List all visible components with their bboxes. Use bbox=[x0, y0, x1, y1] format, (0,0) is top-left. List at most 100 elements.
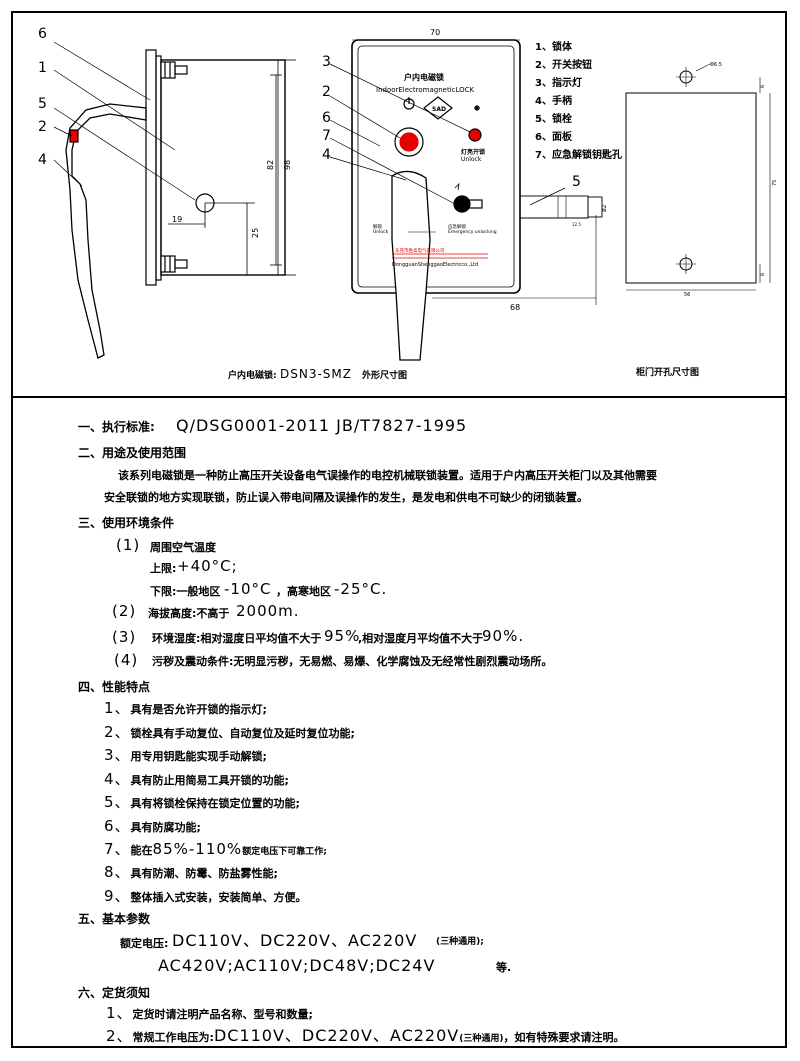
front-view bbox=[329, 39, 603, 361]
svg-text:56: 56 bbox=[684, 292, 690, 298]
s3-4-num: (4) bbox=[114, 651, 139, 669]
s3-1-upper-label: 上限: bbox=[150, 562, 177, 575]
side-view bbox=[53, 41, 296, 359]
svg-text:外形尺寸图: 外形尺寸图 bbox=[361, 369, 407, 381]
svg-text:ø2: ø2 bbox=[601, 204, 608, 212]
s6-title: 六、定货须知 bbox=[78, 986, 151, 1000]
svg-text:6、面板: 6、面板 bbox=[535, 130, 573, 143]
s4-title: 四、性能特点 bbox=[78, 680, 151, 694]
svg-text:3: 3 bbox=[322, 54, 331, 70]
s3-2-value: 2000m. bbox=[236, 602, 300, 620]
s5-title: 五、基本参数 bbox=[78, 912, 151, 926]
svg-text:25: 25 bbox=[251, 228, 260, 238]
technical-drawing: 6 1 5 2 4 19 25 82 98 bbox=[38, 26, 778, 381]
s1-label: 一、执行标准: bbox=[78, 420, 155, 434]
svg-text:户内电磁锁: 户内电磁锁 bbox=[404, 72, 444, 82]
svg-text:Unlock: Unlock bbox=[373, 229, 389, 235]
svg-text:2: 2 bbox=[38, 119, 47, 135]
front-view-labels: 70 68 3 2 6 7 4 5 户内电磁锁 IndoorElectromag… bbox=[322, 28, 608, 312]
list-item: 1、具有是否允许开锁的指示灯; bbox=[104, 699, 267, 717]
side-view-labels: 6 1 5 2 4 19 25 82 98 bbox=[38, 26, 292, 238]
svg-text:4: 4 bbox=[38, 152, 47, 168]
svg-text:7、应急解锁钥匙孔: 7、应急解锁钥匙孔 bbox=[535, 148, 622, 161]
svg-text:5: 5 bbox=[38, 96, 47, 112]
svg-text:1: 1 bbox=[38, 60, 47, 76]
dim-70: 70 bbox=[430, 28, 440, 37]
svg-text:75: 75 bbox=[772, 180, 778, 186]
s3-1-lower-value1: -10°C bbox=[224, 580, 272, 598]
list-item: 4、具有防止用简易工具开锁的功能; bbox=[104, 770, 289, 788]
s5-line2-suffix: 等. bbox=[496, 961, 512, 974]
svg-text:Φ6.5: Φ6.5 bbox=[710, 62, 722, 68]
svg-text:5: 5 bbox=[572, 174, 581, 190]
svg-text:7: 7 bbox=[322, 128, 331, 144]
svg-text:2: 2 bbox=[322, 84, 331, 100]
cutout-view bbox=[625, 63, 771, 291]
svg-text:6: 6 bbox=[322, 110, 331, 126]
s3-1-label: 周围空气温度 bbox=[150, 541, 216, 554]
s2-title: 二、用途及使用范围 bbox=[78, 446, 187, 460]
s5-line1: DC110V、DC220V、AC220V bbox=[172, 931, 418, 950]
s3-3-v2: 90%. bbox=[482, 627, 525, 645]
svg-text:19: 19 bbox=[172, 215, 182, 224]
s3-2-num: (2) bbox=[112, 602, 137, 620]
svg-text:4、手柄: 4、手柄 bbox=[535, 94, 572, 107]
s3-3-v1: 95% bbox=[324, 627, 361, 645]
page-border bbox=[11, 11, 787, 1048]
parts-legend: 1、锁体 2、开关按钮 3、指示灯 4、手柄 5、锁栓 6、面板 7、应急解锁钥… bbox=[535, 40, 622, 161]
svg-text:SAD: SAD bbox=[432, 106, 446, 113]
s6-item-1: 1、定货时请注明产品名称、型号和数量; bbox=[106, 1004, 313, 1022]
svg-text:DSN3-SMZ: DSN3-SMZ bbox=[280, 367, 352, 381]
svg-text:6: 6 bbox=[38, 26, 47, 42]
svg-text:5、锁栓: 5、锁栓 bbox=[535, 112, 572, 125]
drawing-captions: 户内电磁锁: DSN3-SMZ 外形尺寸图 柜门开孔尺寸图 bbox=[228, 366, 699, 381]
svg-text:12.5: 12.5 bbox=[572, 222, 581, 227]
s2-line2: 安全联锁的地方实现联锁，防止误入带电间隔及误操作的发生，是发电和供电不可缺少的闭… bbox=[104, 491, 588, 504]
svg-text:82: 82 bbox=[266, 160, 275, 170]
s3-3-label: 环境湿度:相对湿度日平均值不大于 bbox=[152, 632, 322, 645]
s5-line1-note: (三种通用); bbox=[436, 937, 484, 947]
list-item: 9、整体插入式安装，安装简单、方便。 bbox=[104, 887, 307, 905]
s3-1-lower-value2: -25°C. bbox=[334, 580, 388, 598]
svg-text:灯亮开锁: 灯亮开锁 bbox=[461, 148, 485, 156]
svg-text:东莞市胜高电气有限公司: 东莞市胜高电气有限公司 bbox=[395, 247, 445, 254]
svg-text:1、锁体: 1、锁体 bbox=[535, 40, 573, 53]
s2-line1: 该系列电磁锁是一种防止高压开关设备电气误操作的电控机械联锁装置。适用于户内高压开… bbox=[118, 469, 657, 482]
cutout-labels: Φ6.5 75 6 6 56 bbox=[684, 62, 778, 298]
svg-text:Unlock: Unlock bbox=[461, 156, 482, 163]
s3-1-num: (1) bbox=[116, 536, 141, 554]
s3-1-upper-value: +40°C; bbox=[177, 557, 238, 575]
list-item: 5、具有将锁栓保持在锁定位置的功能; bbox=[104, 793, 300, 811]
s3-2-label: 海拔高度:不高于 bbox=[148, 607, 230, 620]
svg-text:DongguanShenggaoElectricco.,Lt: DongguanShenggaoElectricco.,Ltd bbox=[392, 262, 478, 268]
svg-text:98: 98 bbox=[283, 160, 292, 170]
s5-line2: AC420V;AC110V;DC48V;DC24V bbox=[158, 956, 436, 975]
list-item: 8、具有防潮、防霉、防盐雾性能; bbox=[104, 863, 278, 881]
svg-text:IndoorElectromagneticLOCK: IndoorElectromagneticLOCK bbox=[376, 86, 475, 94]
svg-text:4: 4 bbox=[322, 147, 331, 163]
svg-text:解锁: 解锁 bbox=[373, 223, 382, 230]
s3-1-lower-label: 下限:一般地区 bbox=[150, 585, 221, 598]
s3-3-num: (3) bbox=[112, 628, 137, 646]
list-item: 2、锁栓具有手动复位、自动复位及延时复位功能; bbox=[104, 723, 355, 741]
svg-text:应急解锁: 应急解锁 bbox=[448, 223, 466, 230]
svg-text:6: 6 bbox=[760, 85, 766, 88]
list-item: 3、用专用钥匙能实现手动解锁; bbox=[104, 746, 267, 764]
svg-text:3、指示灯: 3、指示灯 bbox=[535, 76, 582, 89]
s6-item-2: 2、常规工作电压为:DC110V、DC220V、AC220V(三种通用)，如有特… bbox=[106, 1026, 625, 1045]
s3-title: 三、使用环境条件 bbox=[78, 516, 175, 530]
svg-text:柜门开孔尺寸图: 柜门开孔尺寸图 bbox=[635, 366, 699, 378]
svg-text:2、开关按钮: 2、开关按钮 bbox=[535, 58, 592, 71]
section-divider bbox=[11, 396, 787, 398]
s3-3-mid: ,相对湿度月平均值不大于 bbox=[358, 632, 484, 645]
svg-text:Emergency unlocking: Emergency unlocking bbox=[448, 229, 497, 235]
svg-text:6: 6 bbox=[760, 273, 766, 276]
dim-68: 68 bbox=[510, 303, 520, 312]
s3-4-label: 污秽及震动条件:无明显污秽，无易燃、易爆、化学腐蚀及无经常性剧烈震动场所。 bbox=[152, 655, 553, 668]
s5-label: 额定电压: bbox=[120, 937, 169, 950]
svg-text:户内电磁锁:: 户内电磁锁: bbox=[228, 369, 277, 381]
s1-value: Q/DSG0001-2011 JB/T7827-1995 bbox=[176, 416, 468, 435]
s3-1-lower-mid: ，高寒地区 bbox=[276, 585, 331, 598]
list-item: 6、具有防腐功能; bbox=[104, 817, 201, 835]
list-item: 7、能在85%-110%额定电压下可靠工作; bbox=[104, 840, 327, 858]
